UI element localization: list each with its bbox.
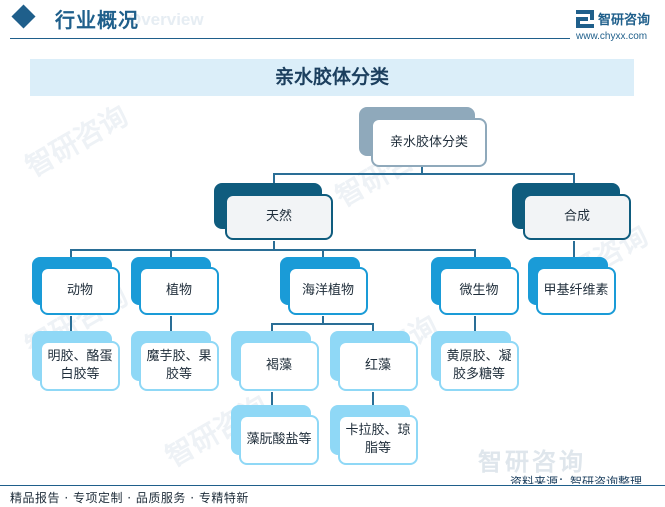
connector <box>170 316 172 334</box>
footer-slogan: 精品报告 · 专项定制 · 品质服务 · 专精特新 <box>10 491 249 505</box>
node-animal-examples: 明胶、酪蛋白胶等 <box>32 331 122 393</box>
node-marine: 海洋植物 <box>280 257 370 317</box>
connector <box>322 316 324 324</box>
connector <box>421 166 423 174</box>
node-microbe: 微生物 <box>431 257 521 317</box>
brand-url: www.chyxx.com <box>576 31 648 42</box>
connector <box>273 241 275 250</box>
connector <box>474 316 476 334</box>
node-root-label: 亲水胶体分类 <box>371 118 487 167</box>
connector <box>372 323 374 335</box>
node-plant-label: 植物 <box>139 267 219 315</box>
brand-logo-icon <box>576 9 594 28</box>
node-red-algae-label: 红藻 <box>338 341 418 391</box>
node-microbe-label: 微生物 <box>439 267 519 315</box>
node-synthetic: 合成 <box>512 183 632 242</box>
node-plant: 植物 <box>131 257 221 317</box>
header-diamond-icon <box>11 4 36 29</box>
page-title: 行业概况 <box>55 8 139 32</box>
footer-divider <box>0 485 665 486</box>
node-microbe-examples: 黄原胶、凝胶多糖等 <box>431 331 521 393</box>
connector <box>271 323 273 335</box>
connector <box>372 392 374 408</box>
node-root: 亲水胶体分类 <box>359 107 488 169</box>
node-animal-label: 动物 <box>40 267 120 315</box>
header-title-en: Overview <box>128 10 204 29</box>
connector <box>273 173 574 175</box>
node-carrageenan: 卡拉胶、琼脂等 <box>330 405 420 467</box>
brand-name: 智研咨询 <box>598 13 651 28</box>
node-microbe-examples-label: 黄原胶、凝胶多糖等 <box>439 341 519 391</box>
header-divider <box>10 38 570 39</box>
connector <box>573 241 575 267</box>
connector <box>271 323 373 325</box>
node-animal: 动物 <box>32 257 122 317</box>
node-natural-label: 天然 <box>225 194 333 240</box>
node-red-algae: 红藻 <box>330 331 420 393</box>
node-plant-examples-label: 魔芋胶、果胶等 <box>139 341 219 391</box>
node-brown-algae-label: 褐藻 <box>239 341 319 391</box>
node-methylcellulose: 甲基纤维素 <box>528 257 618 317</box>
footer <box>0 484 665 507</box>
watermark: 智研咨询 <box>20 99 134 184</box>
node-methylcellulose-label: 甲基纤维素 <box>536 267 616 315</box>
node-natural: 天然 <box>214 183 334 242</box>
connector <box>271 392 273 408</box>
diagram-title: 亲水胶体分类 <box>30 59 634 96</box>
node-animal-examples-label: 明胶、酪蛋白胶等 <box>40 341 120 391</box>
node-synthetic-label: 合成 <box>523 194 631 240</box>
brand-logo: 智研咨询 <box>576 9 650 28</box>
node-alginate-label: 藻朊酸盐等 <box>239 415 319 465</box>
node-brown-algae: 褐藻 <box>231 331 321 393</box>
connector <box>70 249 475 251</box>
watermark-logo-text: 智研咨询 <box>478 448 586 476</box>
node-alginate: 藻朊酸盐等 <box>231 405 321 467</box>
node-carrageenan-label: 卡拉胶、琼脂等 <box>338 415 418 465</box>
watermark-logo: 智研咨询 <box>478 442 586 477</box>
connector <box>70 316 72 334</box>
node-plant-examples: 魔芋胶、果胶等 <box>131 331 221 393</box>
node-marine-label: 海洋植物 <box>288 267 368 315</box>
